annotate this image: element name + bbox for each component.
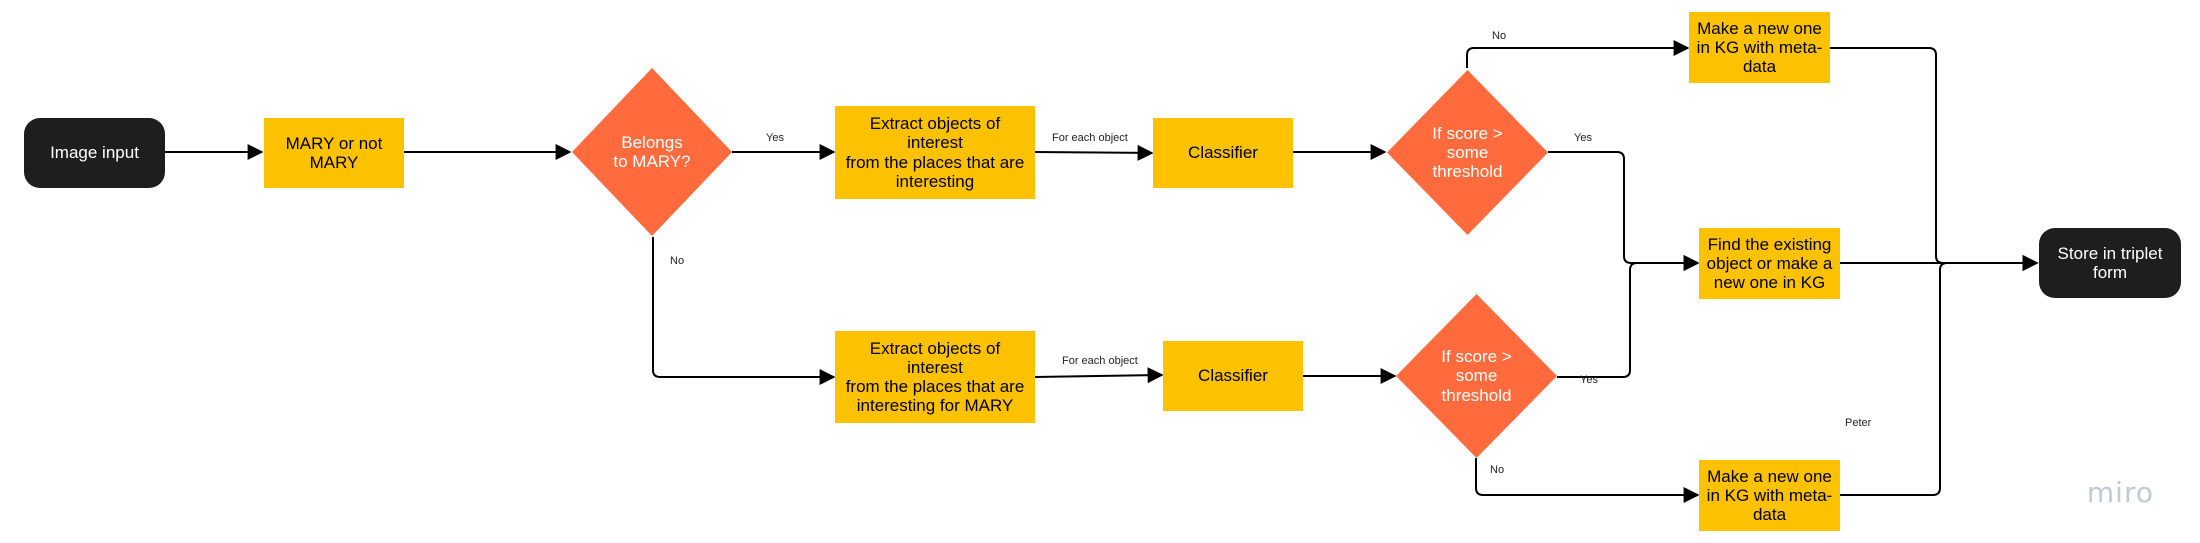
classifier-bottom-label: Classifier [1198,366,1268,386]
edge-label-score-bottom-no: No [1490,464,1505,476]
extract-bottom-node: Extract objects of interest from the pla… [835,331,1035,423]
edge-make-bottom-to-store [1840,255,2039,496]
edge-score-bottom-yes [1557,255,1700,378]
extract-top-node: Extract objects of interest from the pla… [835,106,1035,199]
store-triplet-node: Store in triplet form [2039,228,2181,298]
edge-belongs-no [652,237,836,385]
extract-top-label: Extract objects of interest from the pla… [845,114,1025,191]
score-bottom-decision: If score > some threshold [1396,294,1557,458]
classifier-bottom-node: Classifier [1163,341,1303,411]
belongs-mary-label: Belongs to MARY? [613,132,691,171]
edge-score-top-yes [1548,151,1700,271]
decision-diamond-shape [572,68,732,236]
edge-score-top-no [1466,40,1690,68]
edge-label-score-top-no: No [1492,30,1507,42]
edge-label-score-top-yes: Yes [1574,132,1592,144]
decision-diamond-shape [1396,294,1557,458]
edge-label-belongs-no: No [670,255,685,267]
store-triplet-label: Store in triplet form [2057,243,2163,282]
mary-or-not-node: MARY or not MARY [264,118,404,188]
edge-label-for-each-top: For each object [1052,132,1128,144]
extract-bottom-label: Extract objects of interest from the pla… [845,338,1025,416]
miro-logo: miro [2086,476,2154,509]
score-bottom-label: If score > some threshold [1441,347,1512,405]
make-new-top-label: Make a new one in KG with meta- data [1696,18,1823,77]
edge-label-belongs-yes: Yes [766,132,784,144]
classifier-top-node: Classifier [1153,118,1293,188]
classifier-top-label: Classifier [1188,143,1258,163]
edge-label-for-each-bottom: For each object [1062,355,1138,367]
make-new-bottom-label: Make a new one in KG with meta- data [1706,466,1833,525]
image-input-label: Image input [50,143,139,163]
edge-make-top-to-store [1830,47,2039,271]
mary-or-not-label: MARY or not MARY [285,133,383,172]
image-input-node: Image input [24,118,165,188]
edge-score-bottom-no [1475,458,1700,503]
author-note: Peter [1845,417,1872,429]
make-new-bottom-node: Make a new one in KG with meta- data [1699,460,1840,531]
belongs-mary-decision: Belongs to MARY? [572,68,732,236]
decision-diamond-shape [1387,70,1548,235]
find-existing-node: Find the existing object or make a new o… [1699,228,1840,299]
edge-label-score-bottom-yes: Yes [1580,374,1598,386]
find-existing-label: Find the existing object or make a new o… [1706,234,1833,293]
score-top-label: If score > some threshold [1432,123,1503,182]
edge-extract-bottom-to-classifier [1034,367,1164,384]
make-new-top-node: Make a new one in KG with meta- data [1689,12,1830,83]
score-top-decision: If score > some threshold [1387,70,1548,235]
edge-extract-top-to-classifier [1034,144,1154,161]
